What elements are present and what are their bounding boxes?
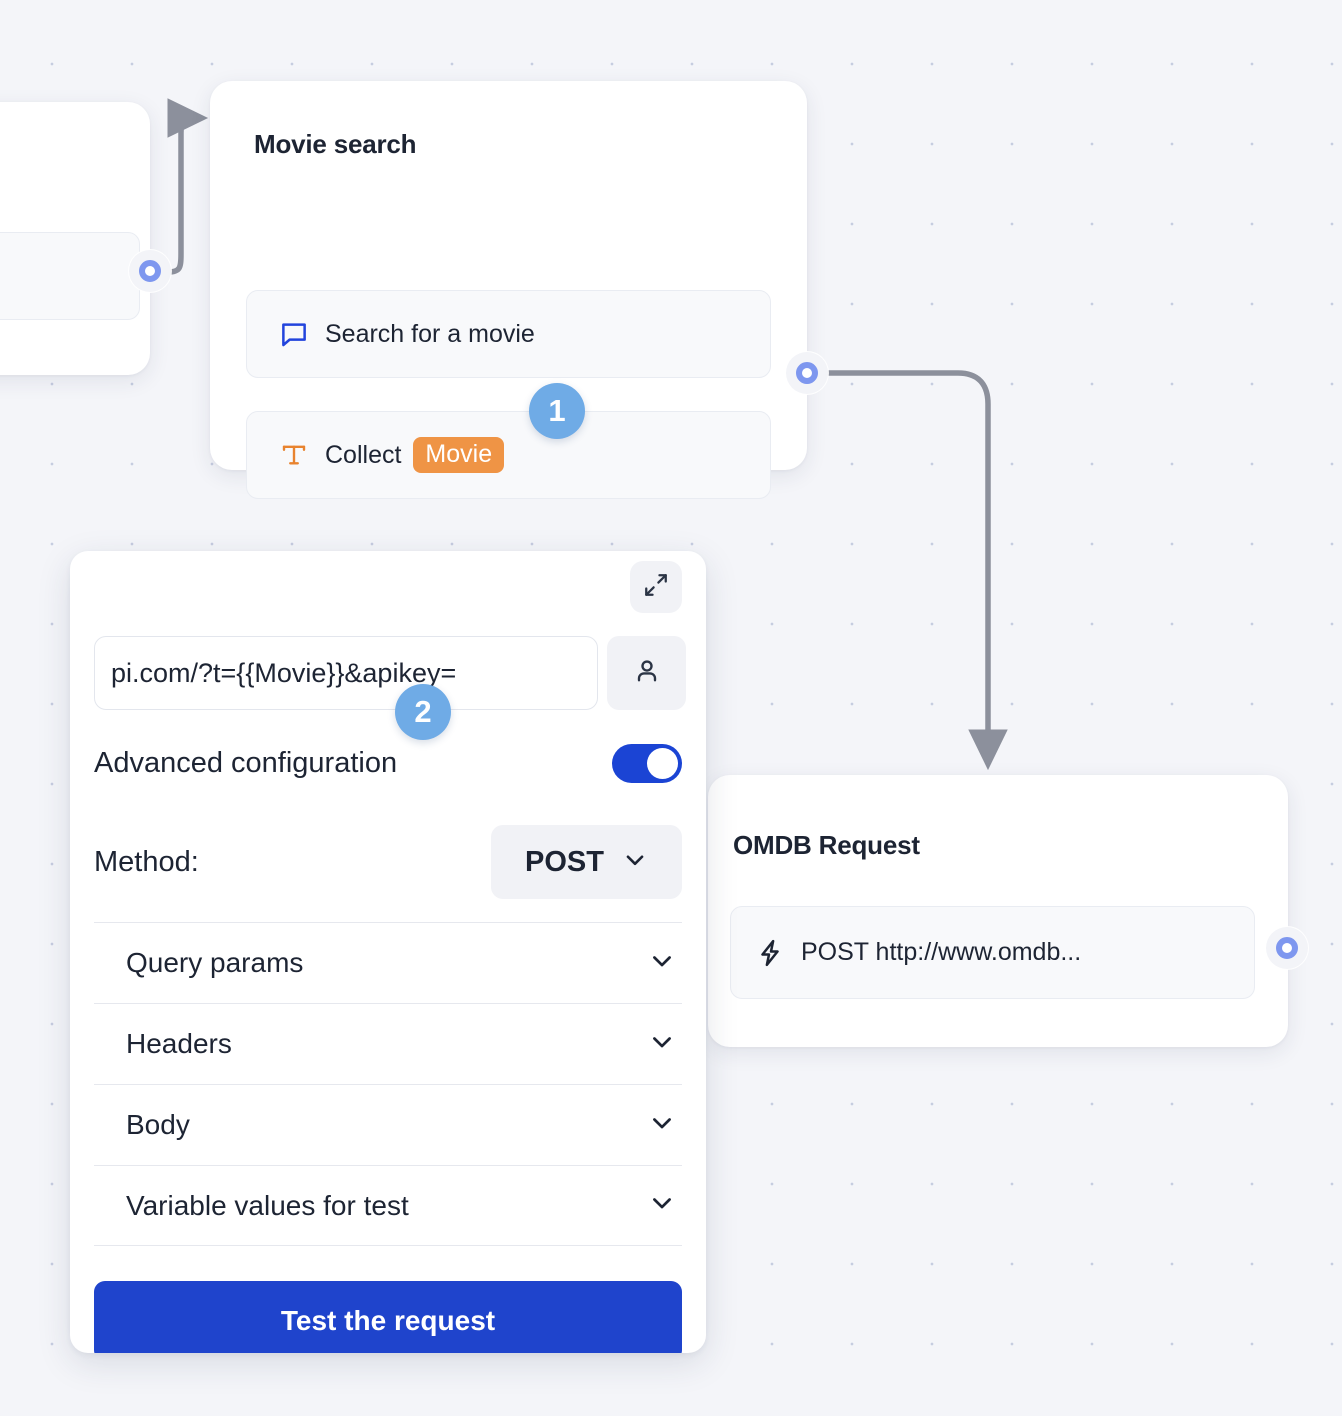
node-row-label: POST http://www.omdb... [801, 938, 1082, 966]
node-card-movie-search[interactable]: Movie search Search for a movie [210, 81, 807, 499]
speech-bubble-icon [277, 319, 311, 349]
connector-handle-omdb-request[interactable] [1266, 927, 1308, 969]
connector-handle-movie-search[interactable] [786, 352, 828, 394]
node-card-partial[interactable] [0, 102, 150, 375]
advanced-configuration-toggle[interactable] [612, 744, 682, 783]
method-label: Method: [94, 845, 199, 878]
url-row [94, 636, 686, 710]
accordion-item-query-params[interactable]: Query params [94, 922, 682, 1003]
variable-chip-movie[interactable]: Movie [413, 437, 505, 473]
url-input[interactable] [94, 636, 598, 710]
chevron-down-icon [648, 947, 676, 980]
node-row-label: Search for a movie [325, 319, 535, 348]
node-title: OMDB Request [733, 830, 920, 860]
advanced-configuration-label: Advanced configuration [94, 747, 398, 779]
method-value: POST [525, 845, 604, 878]
node-row[interactable] [0, 232, 140, 320]
person-icon [632, 656, 662, 691]
node-row-label-text: Collect [325, 440, 402, 469]
chevron-down-icon [622, 847, 648, 878]
test-the-request-button[interactable]: Test the request [94, 1281, 682, 1353]
accordion-label: Body [126, 1109, 190, 1140]
method-select[interactable]: POST [491, 825, 682, 899]
lightning-bolt-icon [755, 938, 785, 968]
edge-partial-to-movie [165, 98, 209, 275]
node-title: Movie search [254, 129, 417, 159]
request-config-panel[interactable]: Advanced configuration Method: POST Quer… [70, 551, 706, 1353]
node-row-search-for-a-movie[interactable]: Search for a movie [246, 290, 771, 378]
node-row-collect-movie[interactable]: Collect Movie [246, 411, 771, 499]
text-t-icon [277, 440, 311, 470]
accordion-item-variable-values-for-test[interactable]: Variable values for test [94, 1165, 682, 1246]
edge-movie-to-omdb [826, 370, 1008, 771]
accordion-label: Query params [126, 947, 304, 978]
node-row-post-request[interactable]: POST http://www.omdb... [730, 906, 1255, 999]
chevron-down-icon [648, 1189, 676, 1222]
method-row: Method: POST [94, 825, 682, 899]
connector-handle-partial[interactable] [129, 250, 171, 292]
node-row-label: Collect Movie [325, 437, 505, 473]
expand-button[interactable] [630, 561, 682, 613]
step-badge-1: 1 [529, 383, 585, 439]
step-badge-2: 2 [395, 684, 451, 740]
advanced-configuration-row: Advanced configuration [94, 744, 682, 783]
accordion-label: Headers [126, 1028, 232, 1059]
chevron-down-icon [648, 1028, 676, 1061]
chevron-down-icon [648, 1109, 676, 1142]
expand-diagonal-icon [643, 572, 669, 603]
node-card-omdb-request[interactable]: OMDB Request POST http://www.omdb... [708, 775, 1288, 1047]
accordion-item-headers[interactable]: Headers [94, 1003, 682, 1084]
accordion-label: Variable values for test [126, 1189, 409, 1221]
auth-user-button[interactable] [607, 636, 686, 710]
request-sections-accordion: Query params Headers Body [94, 922, 682, 1246]
accordion-item-body[interactable]: Body [94, 1084, 682, 1165]
